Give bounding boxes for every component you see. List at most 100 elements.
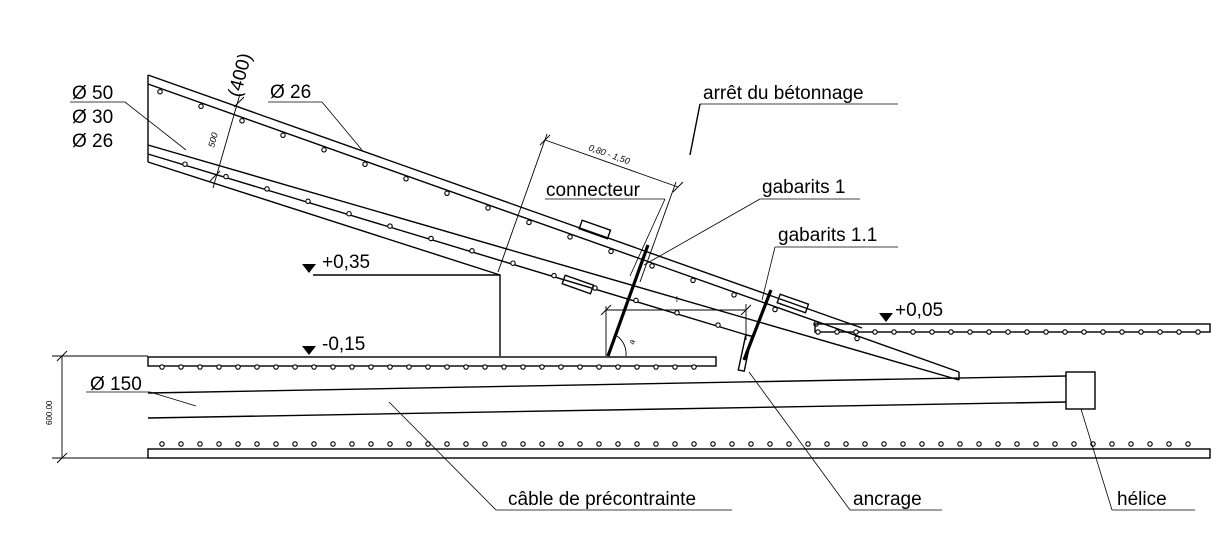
rebar-dot xyxy=(501,364,507,370)
rebar-dot xyxy=(485,205,491,211)
rebar-dot xyxy=(634,364,640,370)
connector-right xyxy=(776,293,810,314)
cable-lower xyxy=(147,401,1067,419)
rebar-dot xyxy=(223,173,229,180)
rebar-dot xyxy=(672,441,678,447)
rebar-dot xyxy=(292,441,298,447)
rebar-dot xyxy=(1119,329,1125,335)
rebar-dot xyxy=(403,176,409,182)
lower-left-slab xyxy=(147,356,717,367)
cable-upper xyxy=(147,375,1067,394)
rebar-dot xyxy=(469,248,475,254)
rebar-dot xyxy=(558,364,564,370)
rebar-dot xyxy=(254,441,260,447)
rebar-dot xyxy=(1062,329,1068,335)
rebar-dot xyxy=(767,441,773,447)
rebar-dot xyxy=(444,441,450,447)
rebar-dot xyxy=(349,441,355,447)
inclined-slab xyxy=(147,74,960,381)
rebar-dot xyxy=(957,441,963,447)
right-upper-slab xyxy=(814,323,1211,333)
rebar-dot xyxy=(824,441,830,447)
rebar-dot xyxy=(551,272,557,279)
rebar-dot xyxy=(520,364,526,370)
rebar-dot xyxy=(178,364,184,370)
rebar-dot xyxy=(938,441,944,447)
slab-top-surface xyxy=(147,74,863,329)
rebar-dot xyxy=(197,364,203,370)
rebar-dot xyxy=(919,441,925,447)
rebar-dot xyxy=(1081,329,1087,335)
rebar-dot xyxy=(881,441,887,447)
rebar-dot xyxy=(330,441,336,447)
slab-rebar-top xyxy=(157,88,860,342)
rebar-dot xyxy=(482,441,488,447)
rebar-dot xyxy=(615,441,621,447)
rebar-dot xyxy=(596,364,602,370)
dia-150-label: Ø 150 xyxy=(90,374,142,395)
dimension-l: l a xyxy=(600,295,752,357)
rebar-dot xyxy=(235,441,241,447)
rebar-dot xyxy=(387,441,393,447)
gabarit-1-bar xyxy=(606,244,650,357)
rebar-dot xyxy=(157,88,163,95)
rebar-dot xyxy=(1052,441,1058,447)
leader-lines xyxy=(70,101,1195,511)
ancrage-label: ancrage xyxy=(853,489,922,510)
rebar-dot xyxy=(772,306,778,313)
rebar-dot xyxy=(159,364,165,370)
rebar-dot xyxy=(929,329,935,335)
angle-arc xyxy=(616,335,627,357)
rebar-dot xyxy=(463,364,469,370)
level-minus-015-label: -0,15 xyxy=(322,334,365,355)
rebar-dot xyxy=(292,364,298,370)
rebar-dot xyxy=(510,260,516,266)
rebar-dot xyxy=(986,329,992,335)
rebar-dot xyxy=(1043,329,1049,335)
rebar-dot xyxy=(710,441,716,447)
rebar-dot xyxy=(649,263,655,269)
rebar-dot xyxy=(691,364,697,370)
rebar-dot xyxy=(608,248,614,255)
rebar-dot xyxy=(1071,441,1077,447)
rebar-dot xyxy=(425,364,431,370)
bottom-slab xyxy=(147,448,1211,459)
dia-30-label: Ø 30 xyxy=(72,107,113,128)
rebar-dot xyxy=(1109,441,1115,447)
rebar-dot xyxy=(596,441,602,447)
rebar-dot xyxy=(653,364,659,370)
rebar-dot xyxy=(311,364,317,370)
rebar-dot xyxy=(1166,441,1172,447)
rebar-dot xyxy=(786,441,792,447)
rebar-dot xyxy=(731,292,737,298)
helix-box xyxy=(1065,371,1096,410)
connector-upper xyxy=(578,219,612,240)
dia-26-left-label: Ø 26 xyxy=(72,131,113,152)
rebar-dot xyxy=(482,364,488,370)
anchor-plate xyxy=(737,333,753,373)
rebar-dot xyxy=(1005,329,1011,335)
rebar-dot xyxy=(330,364,336,370)
rebar-dot xyxy=(729,441,735,447)
rebar-dot xyxy=(387,223,393,229)
rebar-dot xyxy=(1147,441,1153,447)
rebar-dot xyxy=(853,329,859,335)
rebar-dot xyxy=(834,329,840,335)
rebar-dot xyxy=(672,364,678,370)
rebar-dot xyxy=(273,441,279,447)
slab-lower-bar-bottom xyxy=(147,153,751,337)
rebar-dot xyxy=(715,322,721,328)
level-plus-005-label: +0,05 xyxy=(895,300,943,321)
rebar-dot xyxy=(239,118,245,124)
rebar-dot xyxy=(633,297,639,304)
rebar-dot xyxy=(862,441,868,447)
rebar-dot xyxy=(346,210,352,217)
rebar-dot xyxy=(691,441,697,447)
rebar-dot xyxy=(349,364,355,370)
rebar-dot xyxy=(406,441,412,447)
rebar-dot xyxy=(305,198,311,205)
dia-50-label: Ø 50 xyxy=(72,83,113,104)
rebar-dot xyxy=(520,441,526,447)
level-plus-035: +0,35 xyxy=(302,252,382,276)
